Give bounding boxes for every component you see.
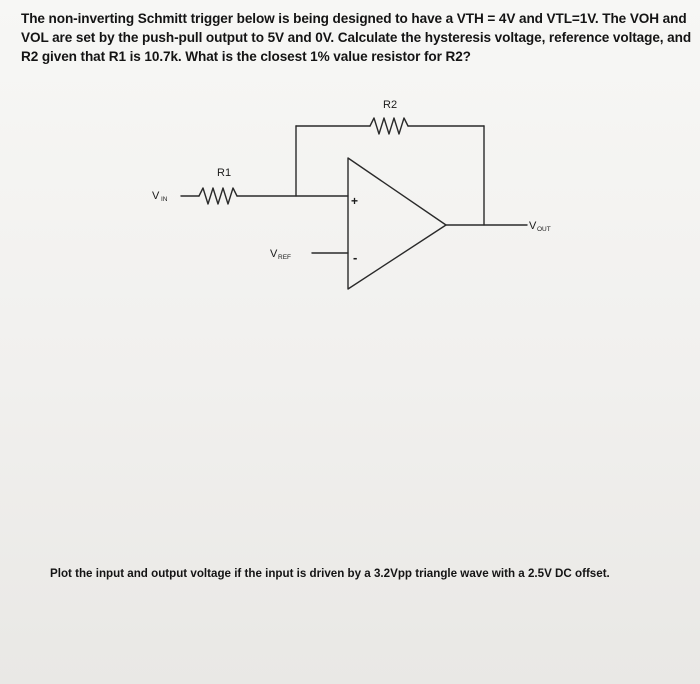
plus-input-label: + [351,194,358,208]
vin-label: V IN [152,190,168,203]
plot-instruction: Plot the input and output voltage if the… [50,567,610,580]
vout-label: V OUT [529,220,551,233]
r2-label: R2 [383,99,397,111]
r1-resistor [198,187,238,205]
vout-label-sub: OUT [537,226,551,233]
vref-label: V REF [270,248,291,261]
vin-label-sub: IN [161,196,168,203]
problem-statement: The non-inverting Schmitt trigger below … [21,11,692,64]
r2-resistor [369,117,409,135]
vin-label-main: V [152,190,160,202]
vref-label-main: V [270,248,278,260]
vout-label-main: V [529,220,537,232]
op-amp-triangle [347,157,447,290]
minus-input-label: - [353,250,357,265]
vref-label-sub: REF [278,254,291,261]
r1-label: R1 [217,167,231,179]
